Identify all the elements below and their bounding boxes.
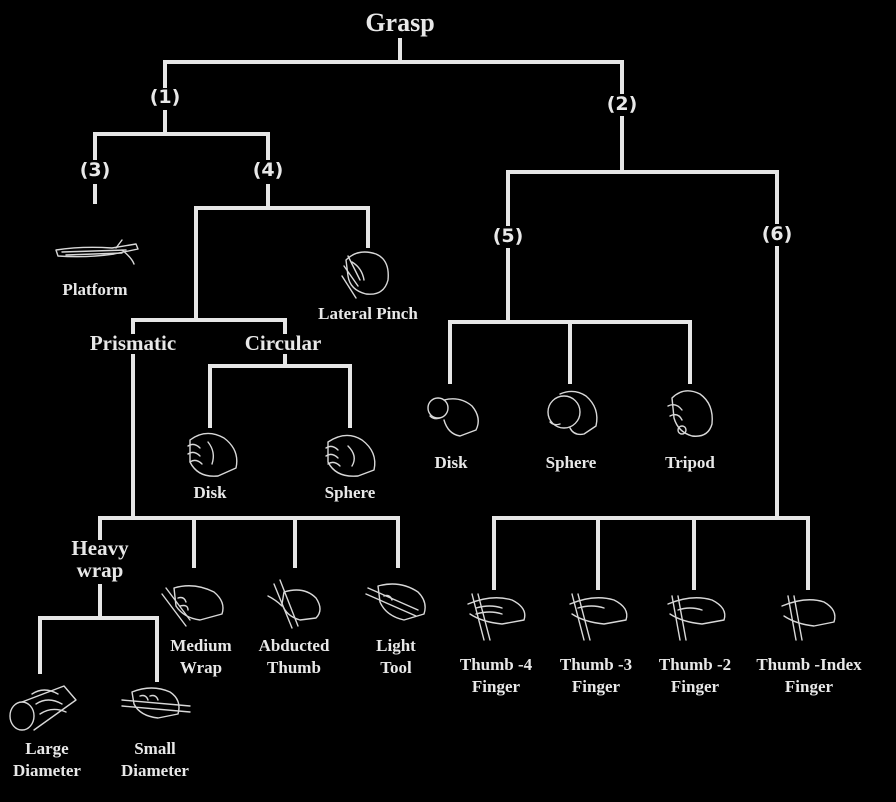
large-diameter-hand-icon bbox=[9, 685, 77, 731]
thumb-3-line-2: Finger bbox=[571, 677, 621, 696]
light-tool-line-1: Light bbox=[376, 636, 416, 655]
lateral-pinch-label: Lateral Pinch bbox=[318, 304, 418, 323]
small-diameter-hand-icon bbox=[121, 687, 191, 719]
lateral-pinch-hand-icon bbox=[341, 251, 389, 299]
abducted-thumb-line-1: Abducted bbox=[258, 636, 330, 655]
thumb-2-line-1: Thumb -2 bbox=[658, 655, 732, 674]
abducted-thumb-line-2: Thumb bbox=[267, 658, 321, 677]
thumb-4-line-2: Finger bbox=[471, 677, 521, 696]
medium-wrap-line-2: Wrap bbox=[179, 658, 223, 677]
thumb-2-finger-hand-icon bbox=[667, 595, 726, 641]
disk-precision-hand-icon bbox=[427, 397, 479, 437]
medium-wrap-label: Medium Wrap bbox=[170, 635, 231, 679]
sphere-precision-hand-icon bbox=[547, 390, 598, 436]
light-tool-label: Light Tool bbox=[376, 635, 416, 679]
thumb-4-finger-label: Thumb -4 Finger bbox=[460, 654, 532, 698]
tripod-hand-icon bbox=[667, 390, 713, 437]
light-tool-hand-icon bbox=[365, 583, 426, 621]
disk-power-label: Disk bbox=[193, 483, 227, 502]
circular-label: Circular bbox=[244, 331, 322, 355]
heavy-wrap-line-2: wrap bbox=[76, 558, 124, 582]
node-6-label: (6) bbox=[761, 223, 793, 245]
thumb-index-line-2: Finger bbox=[784, 677, 834, 696]
abducted-thumb-label: Abducted Thumb bbox=[259, 635, 330, 679]
node-2-label: (2) bbox=[606, 93, 638, 115]
medium-wrap-hand-icon bbox=[161, 585, 224, 627]
heavy-wrap-line-1: Heavy bbox=[71, 536, 129, 560]
thumb-3-line-1: Thumb -3 bbox=[559, 655, 633, 674]
prismatic-label: Prismatic bbox=[89, 331, 177, 355]
sphere-precision-label: Sphere bbox=[545, 453, 597, 472]
node-5-label: (5) bbox=[492, 225, 524, 247]
tripod-label: Tripod bbox=[665, 453, 715, 472]
abducted-thumb-hand-icon bbox=[267, 579, 321, 629]
medium-wrap-line-1: Medium bbox=[170, 636, 232, 655]
small-diameter-label: Small Diameter bbox=[121, 738, 189, 782]
node-3-label: (3) bbox=[79, 159, 111, 181]
platform-label: Platform bbox=[62, 280, 128, 299]
sphere-power-hand-icon bbox=[325, 434, 376, 477]
node-1-label: (1) bbox=[149, 86, 181, 108]
small-diameter-line-1: Small bbox=[134, 739, 176, 758]
platform-hand-icon bbox=[55, 239, 139, 265]
thumb-4-line-1: Thumb -4 bbox=[459, 655, 533, 674]
light-tool-line-2: Tool bbox=[380, 658, 412, 677]
root-label: Grasp bbox=[365, 8, 435, 37]
sphere-power-label: Sphere bbox=[324, 483, 376, 502]
thumb-index-line-1: Thumb -Index bbox=[756, 655, 862, 674]
thumb-2-line-2: Finger bbox=[670, 677, 720, 696]
thumb-index-finger-label: Thumb -Index Finger bbox=[756, 654, 861, 698]
thumb-3-finger-hand-icon bbox=[569, 593, 628, 641]
disk-power-hand-icon bbox=[187, 432, 238, 477]
large-diameter-label: Large Diameter bbox=[13, 738, 81, 782]
large-diameter-line-1: Large bbox=[25, 739, 69, 758]
thumb-3-finger-label: Thumb -3 Finger bbox=[560, 654, 632, 698]
thumb-2-finger-label: Thumb -2 Finger bbox=[659, 654, 731, 698]
large-diameter-line-2: Diameter bbox=[13, 761, 81, 780]
disk-precision-label: Disk bbox=[434, 453, 468, 472]
heavy-wrap-label: Heavy wrap bbox=[71, 537, 128, 581]
small-diameter-line-2: Diameter bbox=[121, 761, 189, 780]
node-4-label: (4) bbox=[252, 159, 284, 181]
thumb-index-finger-hand-icon bbox=[781, 595, 836, 641]
thumb-4-finger-hand-icon bbox=[467, 593, 526, 641]
